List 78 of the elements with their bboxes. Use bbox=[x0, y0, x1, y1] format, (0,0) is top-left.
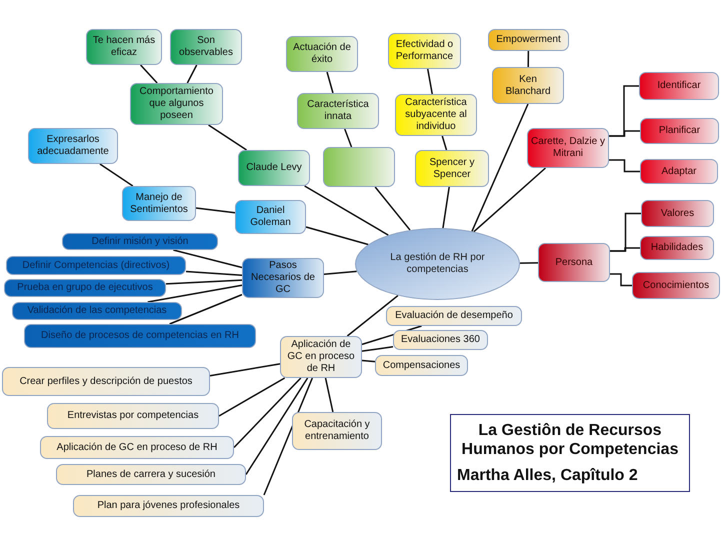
topic-box: Característica innata bbox=[297, 93, 379, 129]
topic-box: Identificar bbox=[639, 72, 719, 100]
connector-line bbox=[218, 377, 286, 417]
connector-line bbox=[344, 128, 352, 148]
topic-box: Diseño de procesos de competencias en RH bbox=[24, 324, 256, 348]
topic-box: Expresarlos adecuadamente bbox=[28, 128, 118, 164]
connector-line bbox=[427, 68, 433, 94]
topic-box: Característica subyacente al individuo bbox=[395, 94, 477, 136]
title-text: La Gestiôn de Recursos Humanos por Competencias bbox=[460, 421, 680, 460]
connector-line bbox=[304, 185, 389, 236]
connector-line bbox=[326, 72, 334, 94]
topic-box: Entrevistas por competencias bbox=[47, 403, 219, 429]
connector-line bbox=[473, 167, 546, 232]
connector-line bbox=[100, 163, 134, 187]
topic-box: Habilidades bbox=[640, 236, 714, 260]
topic-box: Manejo de Sentimientos bbox=[122, 186, 196, 221]
topic-box: Valores bbox=[641, 200, 714, 227]
connector-line bbox=[362, 360, 376, 362]
topic-box: Adaptar bbox=[640, 159, 718, 184]
author-text: Martha Alles, Capîtulo 2 bbox=[456, 466, 639, 485]
connector-line bbox=[208, 124, 247, 151]
topic-box: Aplicación de GC en proceso de RH bbox=[280, 336, 362, 378]
connector-line bbox=[245, 378, 308, 475]
connector-line bbox=[527, 51, 530, 67]
connector-line bbox=[374, 186, 411, 231]
connector-line bbox=[169, 294, 242, 325]
connector-line bbox=[609, 130, 640, 137]
topic-box: Compensaciones bbox=[375, 355, 468, 376]
topic-box: Evaluación de desempeño bbox=[386, 306, 522, 326]
topic-box: Planes de carrera y sucesión bbox=[56, 464, 246, 485]
topic-box: Comportamiento que algunos poseen bbox=[130, 83, 223, 125]
topic-box: Actuación de éxito bbox=[286, 36, 358, 72]
topic-box: Pasos Necesarios de GC bbox=[242, 258, 324, 298]
topic-box: Definir misión y visión bbox=[62, 233, 218, 250]
connector-line bbox=[186, 270, 242, 276]
topic-box: Capacitación y entrenamiento bbox=[292, 412, 382, 450]
connector-line bbox=[471, 104, 529, 232]
connector-line bbox=[362, 346, 394, 352]
connector-line bbox=[609, 159, 640, 172]
topic-box: Evaluaciones 360 bbox=[393, 330, 488, 350]
topic-box: Planificar bbox=[640, 118, 719, 144]
connector-line bbox=[263, 378, 314, 496]
topic-box: Efectividad o Performance bbox=[388, 33, 461, 69]
connector-line bbox=[173, 249, 242, 268]
connector-line bbox=[140, 64, 158, 84]
topic-box: Son observables bbox=[170, 29, 242, 65]
connector-line bbox=[196, 207, 236, 214]
topic-box: Prueba en grupo de ejecutivos bbox=[4, 279, 166, 297]
topic-box: Plan para jóvenes profesionales bbox=[73, 495, 264, 517]
connector-line bbox=[210, 363, 280, 376]
connector-line bbox=[520, 262, 538, 264]
topic-box: Definir Competencias (directivos) bbox=[6, 256, 186, 275]
topic-box: Ken Blanchard bbox=[492, 67, 564, 104]
connector-line bbox=[186, 64, 198, 84]
connector-line bbox=[324, 270, 357, 276]
topic-box: Empowerment bbox=[488, 29, 569, 51]
connector-line bbox=[610, 273, 632, 286]
topic-box: Daniel Goleman bbox=[235, 200, 306, 234]
connector-line bbox=[324, 378, 334, 412]
ellipse-node: La gestión de RH por competencias bbox=[355, 228, 520, 300]
topic-box: Persona bbox=[538, 243, 610, 282]
title-box bbox=[450, 414, 690, 492]
connector-line bbox=[442, 136, 448, 150]
topic-box: Claude Levy bbox=[238, 150, 310, 186]
connector-line bbox=[306, 226, 368, 246]
empty-box bbox=[323, 147, 395, 187]
connector-line bbox=[233, 377, 302, 448]
topic-box: Conocimientos bbox=[632, 272, 720, 299]
topic-box: Aplicación de GC en proceso de RH bbox=[40, 436, 234, 459]
topic-box: Carette, Dalzie y Mitrani bbox=[527, 128, 609, 168]
connector-line bbox=[442, 186, 450, 228]
topic-box: Crear perfiles y descripción de puestos bbox=[2, 367, 210, 396]
topic-box: Te hacen más eficaz bbox=[86, 29, 162, 65]
topic-box: Spencer y Spencer bbox=[415, 150, 489, 187]
connector-line bbox=[346, 295, 398, 337]
connector-line bbox=[166, 279, 242, 285]
connector-line bbox=[610, 247, 640, 252]
topic-box: Validación de las competencias bbox=[12, 302, 182, 320]
